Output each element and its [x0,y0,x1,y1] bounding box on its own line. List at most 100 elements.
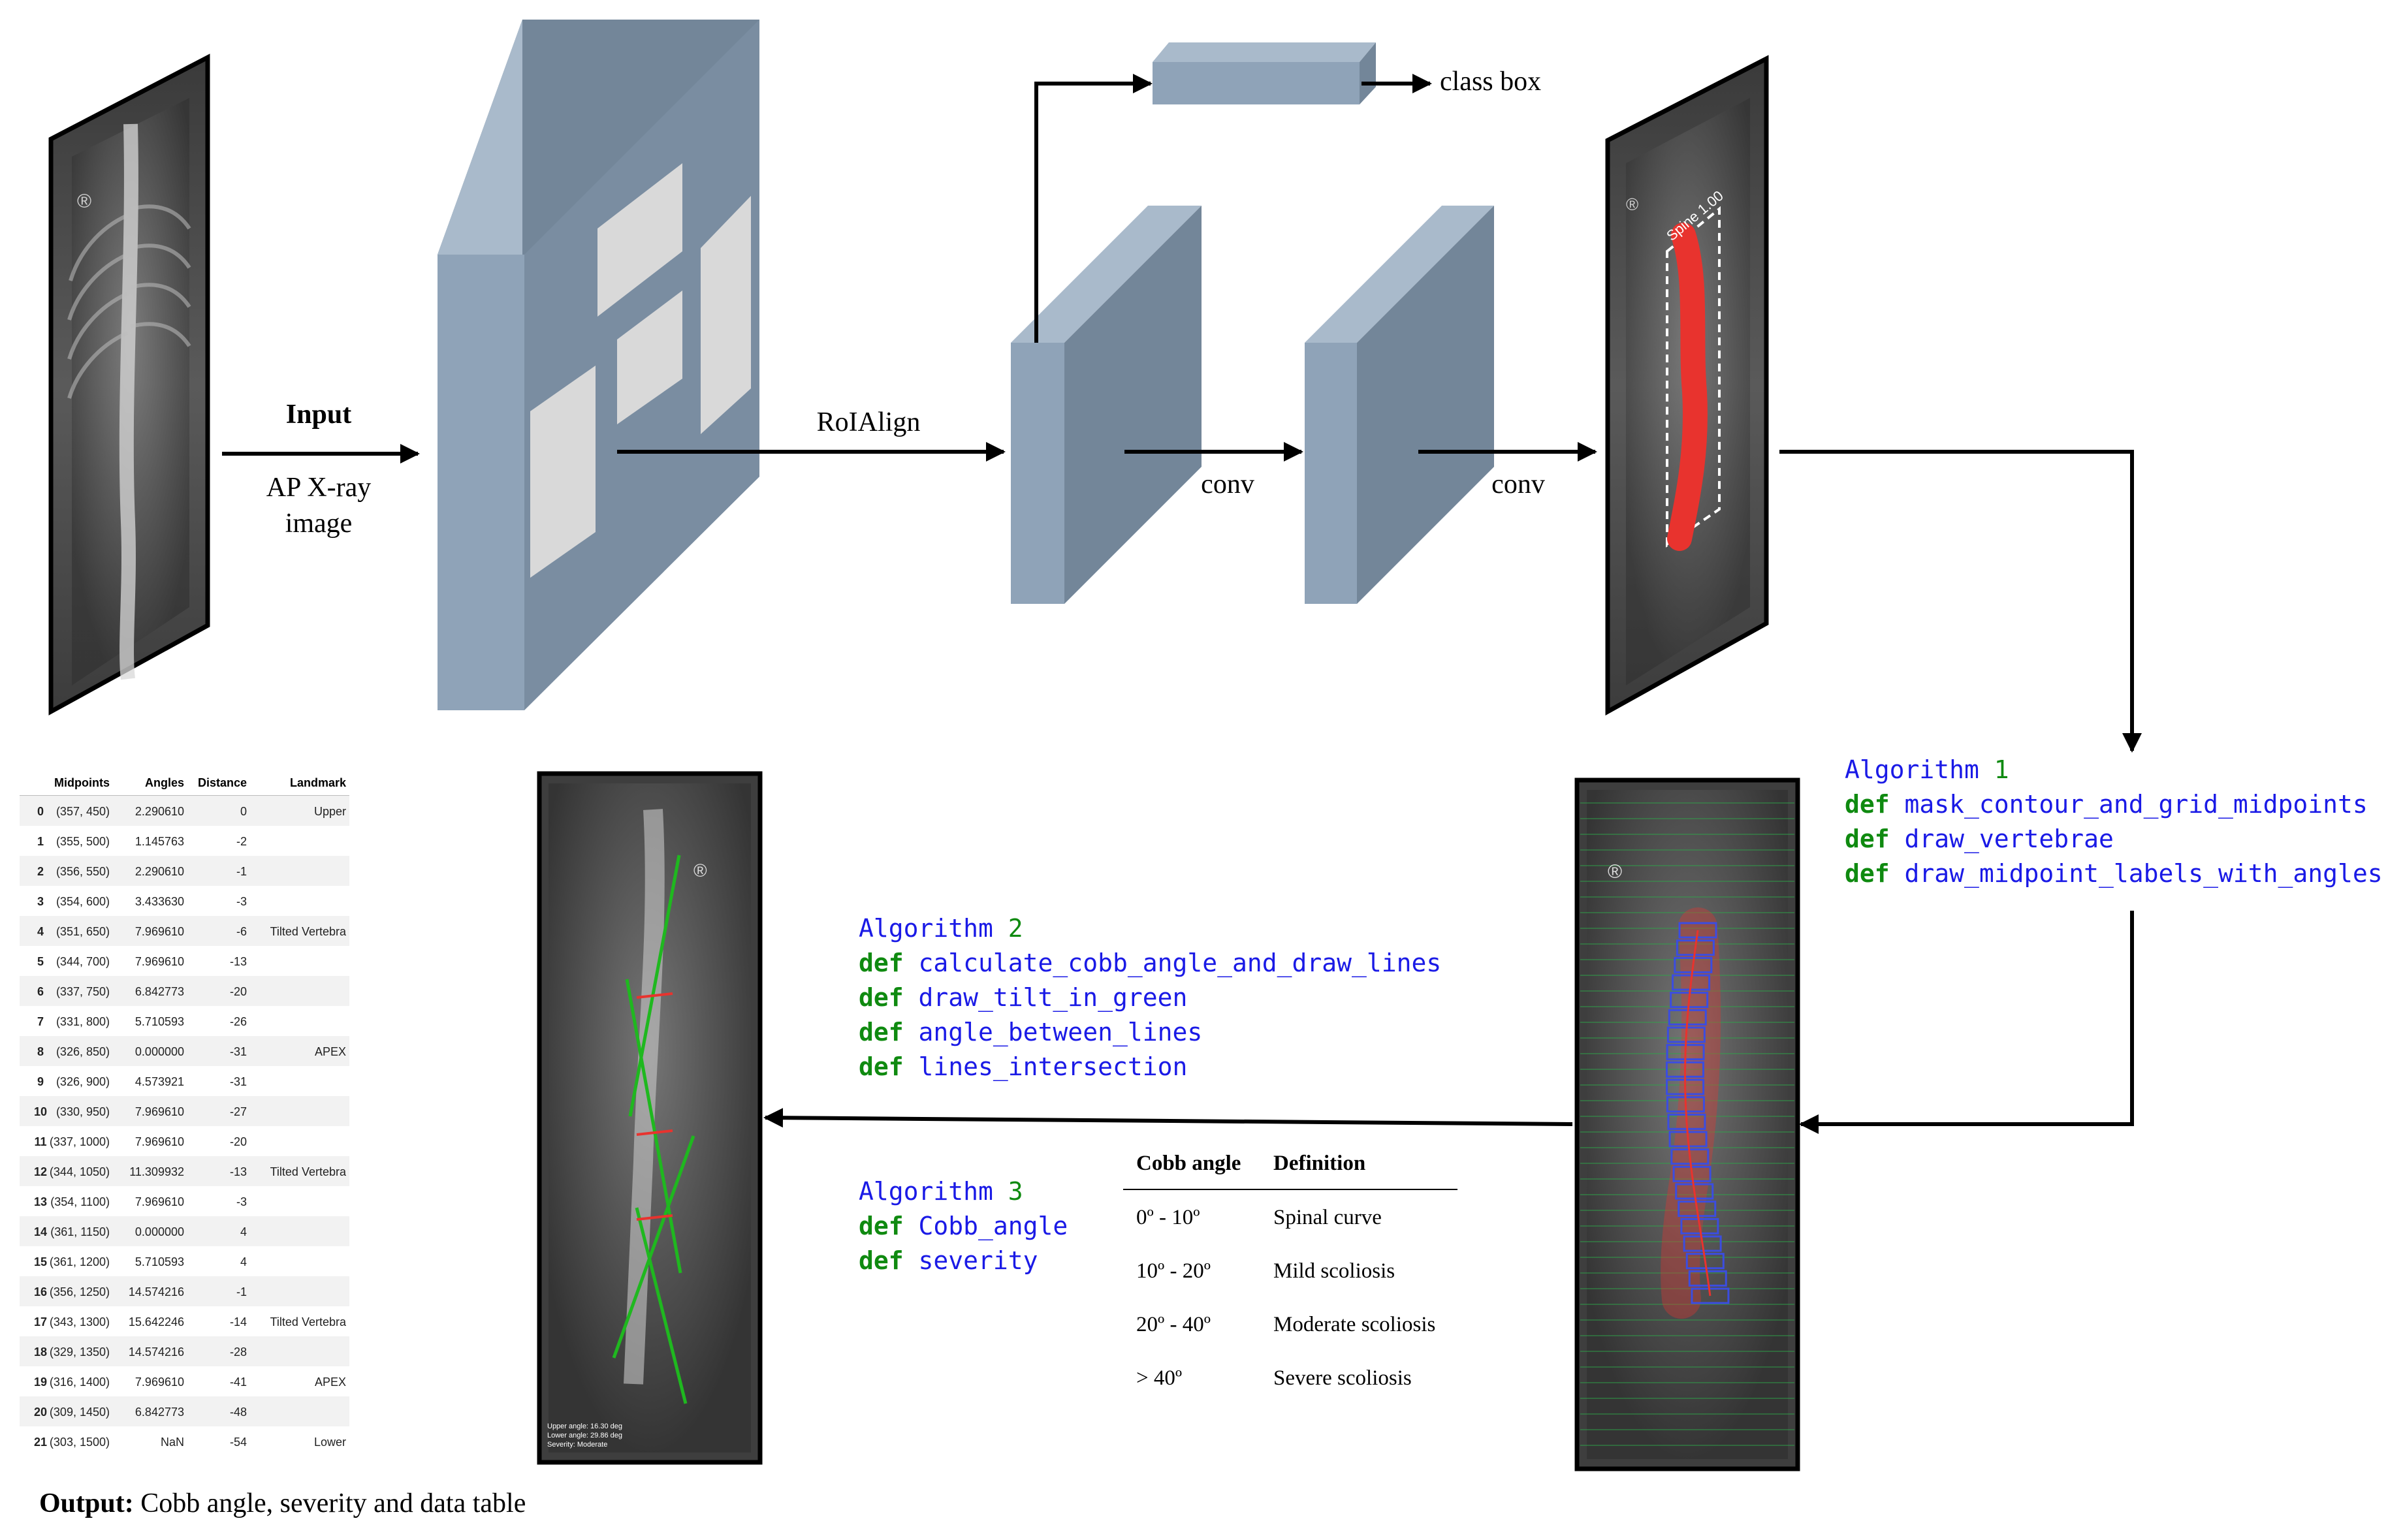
data-table-cell: 4 [240,1225,247,1238]
data-table-cell: 7.969610 [135,925,184,938]
data-table-cell: -1 [236,865,247,878]
data-table-cell: (326, 900) [56,1075,110,1088]
to-midpoint-xray-arrow [1799,911,2134,1134]
data-table-cell: 0 [37,805,44,818]
data-table-cell: -20 [230,1135,247,1148]
data-table-row-stripe [20,1396,349,1426]
to-algorithm1-arrow [1779,450,2142,753]
algorithm-1-def-2: def draw_vertebrae [1845,825,2114,854]
data-table-cell: 6.842773 [135,1406,184,1419]
data-table-cell: Tilted Vertebra [270,1315,347,1328]
vertebra-box [1675,1183,1714,1200]
data-table-cell: (361, 1200) [50,1255,110,1268]
algorithm-1-block: Algorithm 1 def mask_contour_and_grid_mi… [1845,755,2383,888]
data-table-cell: 7.969610 [135,1375,184,1389]
data-table-cell: Tilted Vertebra [270,1165,347,1178]
data-table-cell: 6.842773 [135,985,184,998]
data-table-cell: 3 [37,895,44,908]
data-table-cell: 14.574216 [129,1345,184,1359]
data-table-cell: 0.000000 [135,1045,184,1058]
data-table-cell: Upper [314,805,346,818]
result-xray-marker: ® [693,860,707,881]
data-table-cell: 13 [34,1195,47,1208]
data-table-header: Angles [145,776,184,789]
data-table-cell: 19 [34,1375,47,1389]
data-table-cell: 17 [34,1315,47,1328]
data-table-cell: (329, 1350) [50,1345,110,1359]
data-table-cell: (309, 1450) [50,1406,110,1419]
cobb-markers [636,992,673,1221]
cobb-row-3-definition: Moderate scoliosis [1273,1313,1435,1336]
data-table-cell: (343, 1300) [50,1315,110,1328]
input-xray-image: ® [48,54,210,715]
input-caption-line2: image [285,509,353,539]
data-table-cell: (354, 600) [56,895,110,908]
data-table-row-stripe [20,1276,349,1306]
head-feature-map-2 [1305,206,1494,604]
vertebra-box [1685,1253,1725,1270]
data-table-cell: (356, 1250) [50,1285,110,1298]
data-table-header: Landmark [290,776,347,789]
vertebra-box [1691,1287,1730,1304]
data-table-cell: -6 [236,925,247,938]
result-upper-angle: Upper angle: 16.30 deg [547,1422,622,1430]
cobb-row-2-angle: 10º - 20º [1136,1259,1211,1283]
midpoint-path [1683,930,1711,1296]
data-table-cell: (337, 1000) [50,1135,110,1148]
data-table-cell: (331, 800) [56,1015,110,1028]
roi-proposal-boxes [530,163,751,578]
output-text: Cobb angle, severity and data table [140,1488,526,1518]
data-table-cell: (354, 1100) [50,1195,110,1208]
conv-label-1: conv [1201,469,1254,499]
midpoint-xray-marker: ® [1608,861,1622,883]
data-table-cell: 0 [240,805,247,818]
data-table-cell: NaN [161,1436,184,1449]
to-result-xray-arrow [763,1108,1573,1128]
algorithm-1-def-3: def draw_midpoint_labels_with_angles [1845,859,2383,888]
data-table-row-stripe [20,856,349,886]
detection-box [1666,206,1721,548]
data-table-header: Distance [198,776,247,789]
algorithm-2-def-4: def lines_intersection [859,1052,1187,1082]
data-table-cell: (355, 500) [56,835,110,848]
data-table-cell: -13 [230,955,247,968]
data-table-cell: 7.969610 [135,955,184,968]
segmented-xray-image: Spine 1.00 ® [1605,55,1769,715]
cobb-row-4-definition: Severe scoliosis [1273,1366,1412,1390]
tilt-line-2 [635,1207,688,1404]
data-table-cell: 2.290610 [135,865,184,878]
roialign-label: RoIAlign [817,407,921,437]
data-table-cell: -20 [230,985,247,998]
data-table-cell: 15.642246 [129,1315,184,1328]
data-table-cell: -3 [236,1195,247,1208]
data-table-row-stripe [20,1036,349,1066]
data-table-cell: 7 [37,1015,44,1028]
data-table-cell: (316, 1400) [50,1375,110,1389]
output-label: Output: [39,1488,134,1518]
algorithm-3-def-2: def severity [859,1246,1038,1275]
data-table-cell: Tilted Vertebra [270,925,347,938]
data-table-row-stripe [20,916,349,946]
data-table-cell: 0.000000 [135,1225,184,1238]
data-table-cell: -31 [230,1045,247,1058]
data-table-row-stripe [20,1216,349,1246]
algorithm-2-def-2: def draw_tilt_in_green [859,983,1187,1013]
data-table-cell: 4.573921 [135,1075,184,1088]
tilt-line-3 [628,855,681,1117]
cobb-row-1-angle: 0º - 10º [1136,1206,1200,1229]
vertebra-box [1688,1270,1727,1287]
data-table-cell: 3.433630 [135,895,184,908]
data-table-cell: -2 [236,835,247,848]
data-table-cell: -26 [230,1015,247,1028]
data-table-cell: (330, 950) [56,1105,110,1118]
data-table-cell: 1 [37,835,44,848]
data-table-cell: 16 [34,1285,47,1298]
data-table-cell: (344, 700) [56,955,110,968]
algorithm-1-title: Algorithm 1 [1845,755,2009,784]
data-table-cell: -48 [230,1406,247,1419]
data-table-cell: (361, 1150) [50,1225,110,1238]
result-xray-image: ® Upper angle: 16.30 deg Lower angle: 29… [537,771,763,1465]
data-table-cell: (357, 450) [56,805,110,818]
data-table-cell: -1 [236,1285,247,1298]
